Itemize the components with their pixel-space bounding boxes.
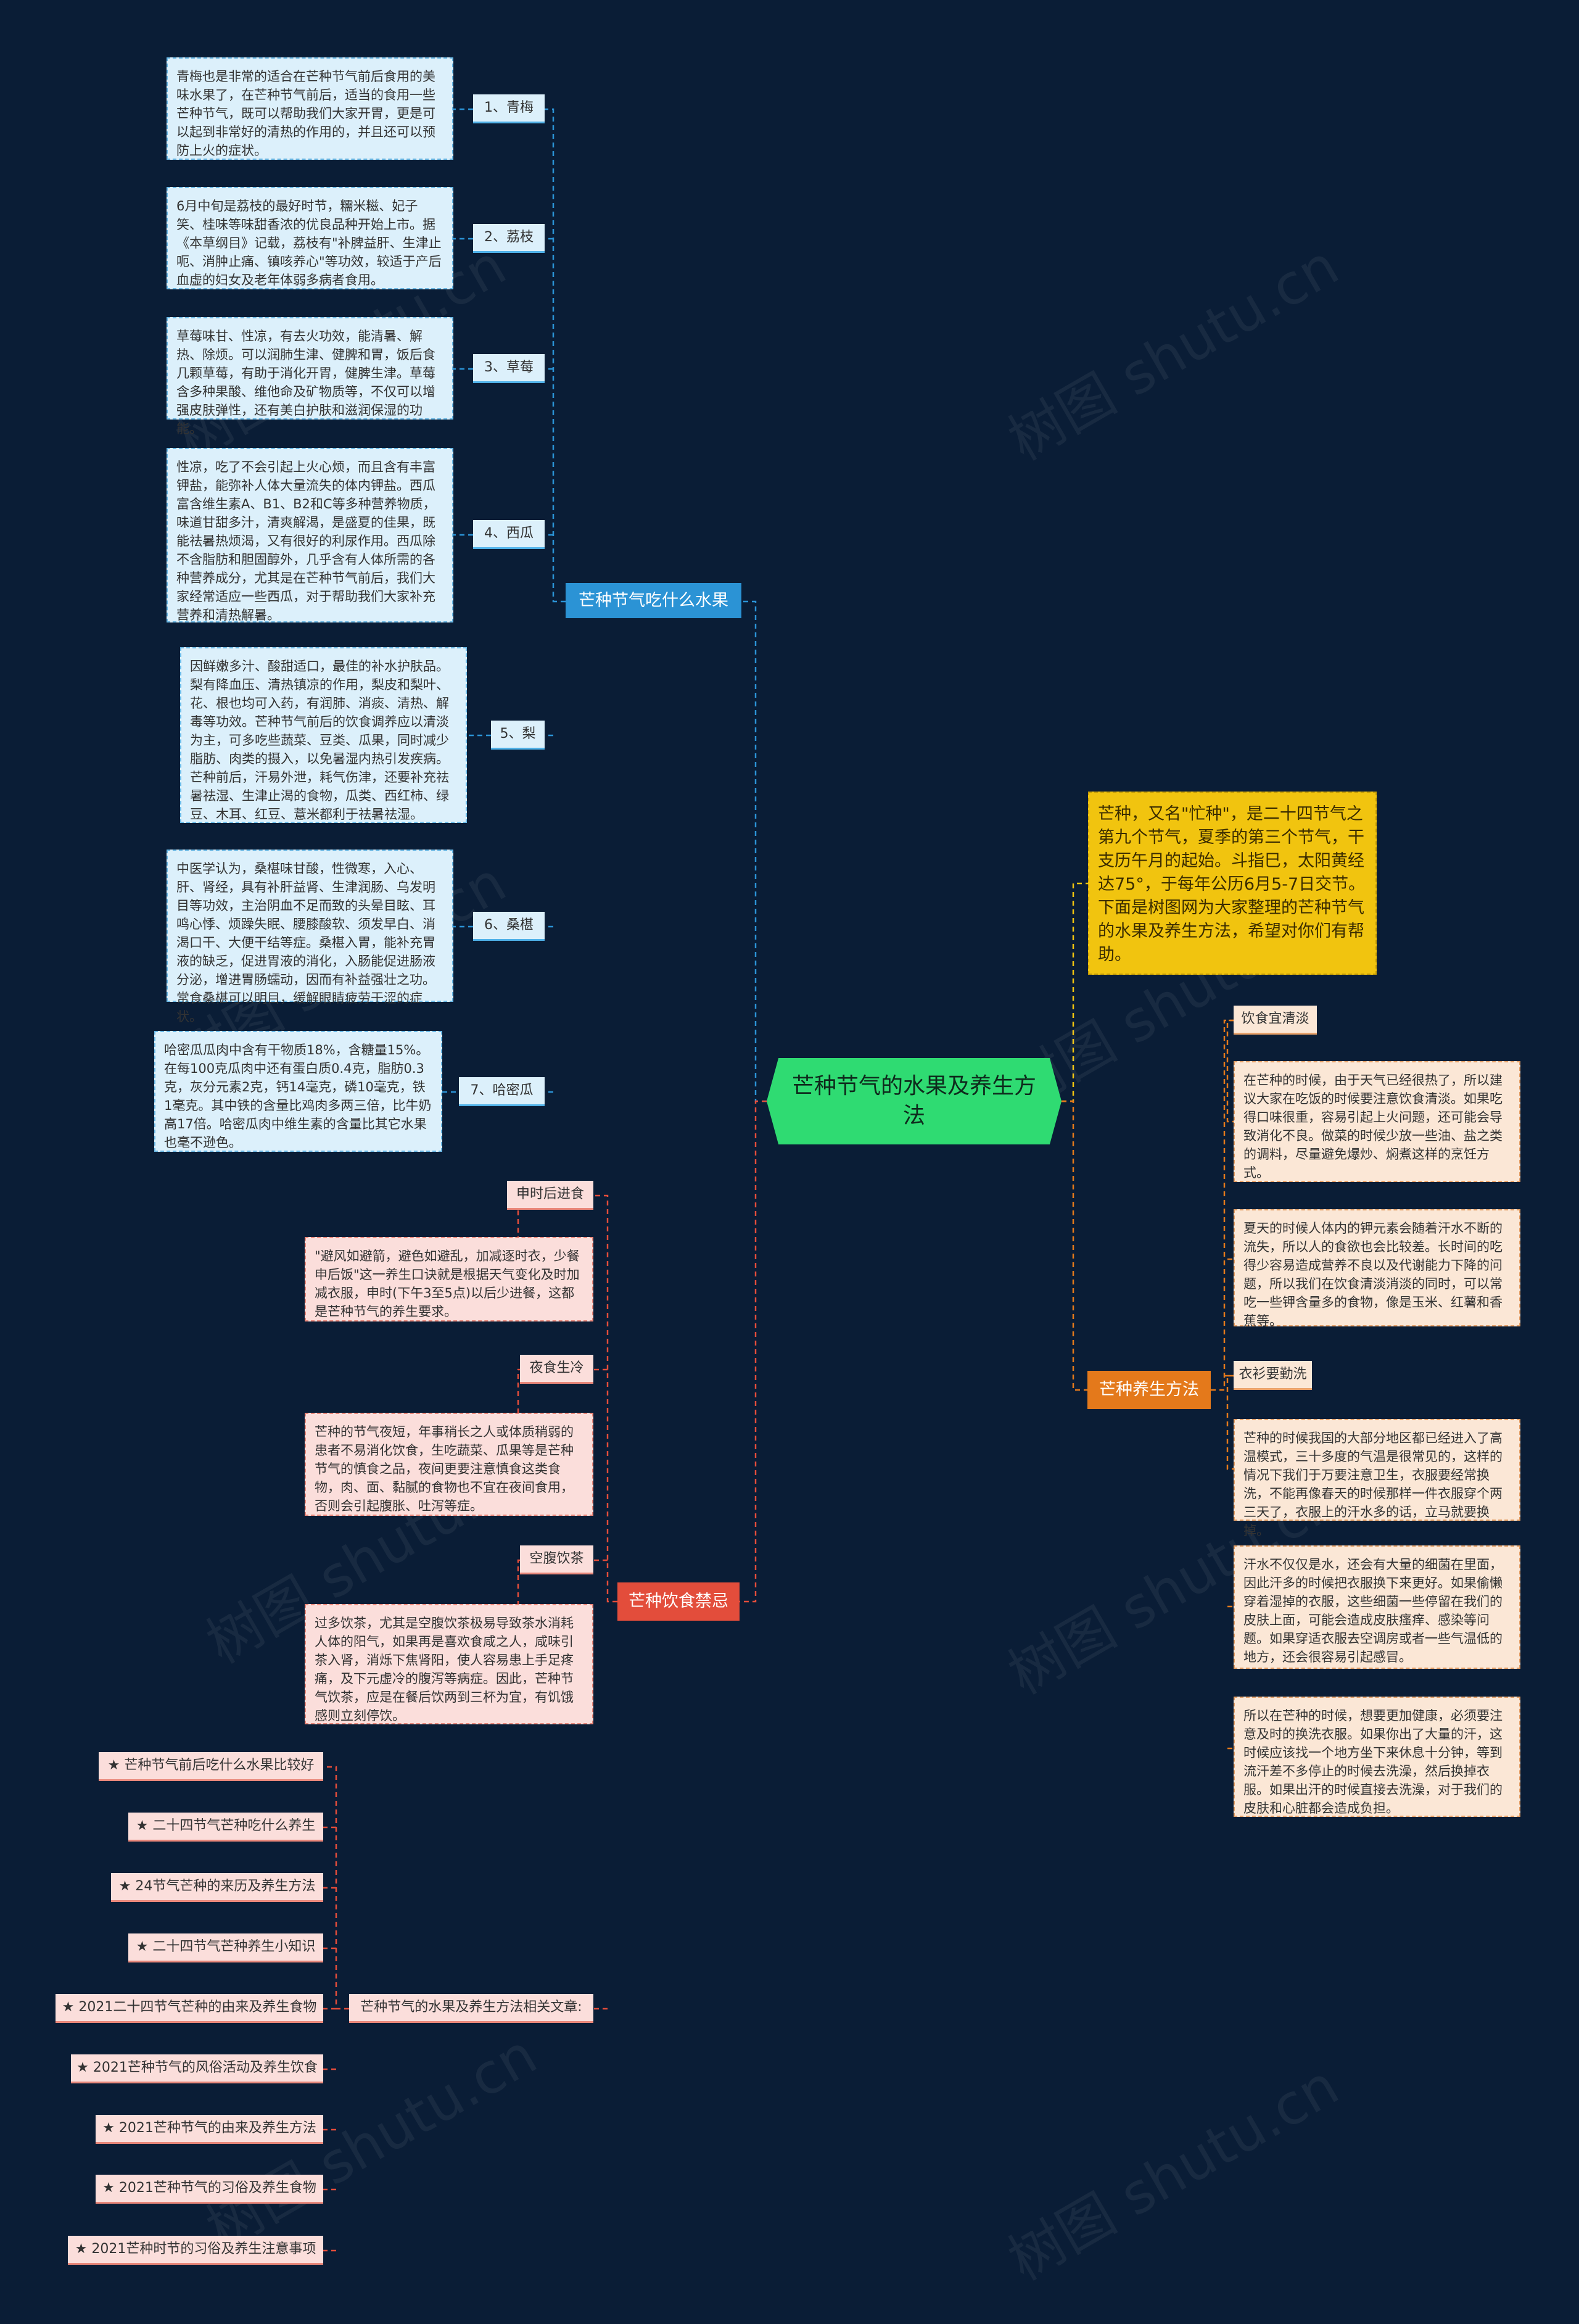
fruit-label-qingmei[interactable]: 1、青梅 xyxy=(473,94,545,123)
fruit-label-lizhi[interactable]: 2、荔枝 xyxy=(473,224,545,253)
root-topic[interactable]: 芒种节气的水果及养生方法 xyxy=(767,1058,1062,1144)
related-articles-title[interactable]: 芒种节气的水果及养生方法相关文章: xyxy=(349,1994,593,2023)
related-link[interactable]: ★ 2021芒种时节的习俗及养生注意事项 xyxy=(68,2236,323,2265)
branch-fruits[interactable]: 芒种节气吃什么水果 xyxy=(566,583,741,618)
fruit-label-hamigua[interactable]: 7、哈密瓜 xyxy=(459,1077,545,1106)
health-label-diet[interactable]: 饮食宜清淡 xyxy=(1234,1006,1317,1035)
taboo-text-kongfu: 过多饮茶，尤其是空腹饮茶极易导致茶水消耗人体的阳气，如果再是喜欢食咸之人，咸味引… xyxy=(305,1604,593,1724)
related-link[interactable]: ★ 2021二十四节气芒种的由来及养生食物 xyxy=(56,1994,323,2023)
fruit-text-hamigua: 哈密瓜瓜肉中含有干物质18%，含糖量15%。在每100克瓜肉中还有蛋白质0.4克… xyxy=(154,1031,442,1152)
taboo-text-yeshi: 芒种的节气夜短，年事稍长之人或体质稍弱的患者不易消化饮食，生吃蔬菜、瓜果等是芒种… xyxy=(305,1413,593,1516)
related-link[interactable]: ★ 24节气芒种的来历及养生方法 xyxy=(111,1873,323,1902)
health-text-diet-1: 在芒种的时候，由于天气已经很热了，所以建议大家在吃饭的时候要注意饮食清淡。如果吃… xyxy=(1234,1061,1520,1182)
health-text-clothes-3: 所以在芒种的时候，想要更加健康，必须要注意及时的换洗衣服。如果你出了大量的汗，这… xyxy=(1234,1697,1520,1817)
related-link[interactable]: ★ 二十四节气芒种养生小知识 xyxy=(128,1933,323,1962)
branch-taboo[interactable]: 芒种饮食禁忌 xyxy=(617,1582,740,1621)
fruit-text-sangshen: 中医学认为，桑椹味甘酸，性微寒，入心、肝、肾经，具有补肝益肾、生津润肠、乌发明目… xyxy=(167,850,453,1024)
health-text-diet-2: 夏天的时候人体内的钾元素会随着汗水不断的流失，所以人的食欲也会比较差。长时间的吃… xyxy=(1234,1209,1520,1328)
fruit-text-li: 因鲜嫩多汁、酸甜适口，最佳的补水护肤品。梨有降血压、清热镇凉的作用，梨皮和梨叶、… xyxy=(180,647,467,823)
fruit-label-xigua[interactable]: 4、西瓜 xyxy=(473,520,545,549)
fruit-text-lizhi: 6月中旬是荔枝的最好时节，糯米糍、妃子笑、桂味等味甜香浓的优良品种开始上市。据《… xyxy=(167,187,453,289)
fruit-text-xigua: 性凉，吃了不会引起上火心烦，而且含有丰富钾盐，能弥补人体大量流失的体内钾盐。西瓜… xyxy=(167,448,453,622)
taboo-text-shenshi: "避风如避箭，避色如避乱，加减逐时衣，少餐申后饭"这一养生口诀就是根据天气变化及… xyxy=(305,1237,593,1321)
related-link[interactable]: ★ 二十四节气芒种吃什么养生 xyxy=(128,1813,323,1842)
related-link[interactable]: ★ 芒种节气前后吃什么水果比较好 xyxy=(99,1752,323,1781)
taboo-label-kongfu[interactable]: 空腹饮茶 xyxy=(520,1545,593,1574)
related-link[interactable]: ★ 2021芒种节气的由来及养生方法 xyxy=(96,2115,323,2144)
branch-health[interactable]: 芒种养生方法 xyxy=(1087,1371,1211,1409)
fruit-label-li[interactable]: 5、梨 xyxy=(491,721,545,750)
health-text-clothes-1: 芒种的时候我国的大部分地区都已经进入了高温模式，三十多度的气温是很常见的，这样的… xyxy=(1234,1419,1520,1538)
related-link[interactable]: ★ 2021芒种节气的习俗及养生食物 xyxy=(96,2175,323,2204)
fruit-text-caomei: 草莓味甘、性凉，有去火功效，能清暑、解热、除烦。可以润肺生津、健脾和胃，饭后食几… xyxy=(167,317,453,436)
taboo-label-yeshi[interactable]: 夜食生冷 xyxy=(520,1355,593,1384)
fruit-label-sangshen[interactable]: 6、桑椹 xyxy=(473,912,545,941)
health-label-clothes[interactable]: 衣衫要勤洗 xyxy=(1234,1361,1312,1390)
fruit-text-qingmei: 青梅也是非常的适合在芒种节气前后食用的美味水果了，在芒种节气前后，适当的食用一些… xyxy=(167,57,453,160)
taboo-label-shenshi[interactable]: 申时后进食 xyxy=(507,1181,593,1210)
health-text-clothes-2: 汗水不仅仅是水，还会有大量的细菌在里面，因此汗多的时候把衣服换下来更好。如果偷懒… xyxy=(1234,1545,1520,1669)
fruit-label-caomei[interactable]: 3、草莓 xyxy=(473,354,545,383)
related-link[interactable]: ★ 2021芒种节气的风俗活动及养生饮食 xyxy=(71,2054,323,2083)
intro-note[interactable]: 芒种，又名"忙种"，是二十四节气之第九个节气，夏季的第三个节气，干支历午月的起始… xyxy=(1088,792,1377,975)
